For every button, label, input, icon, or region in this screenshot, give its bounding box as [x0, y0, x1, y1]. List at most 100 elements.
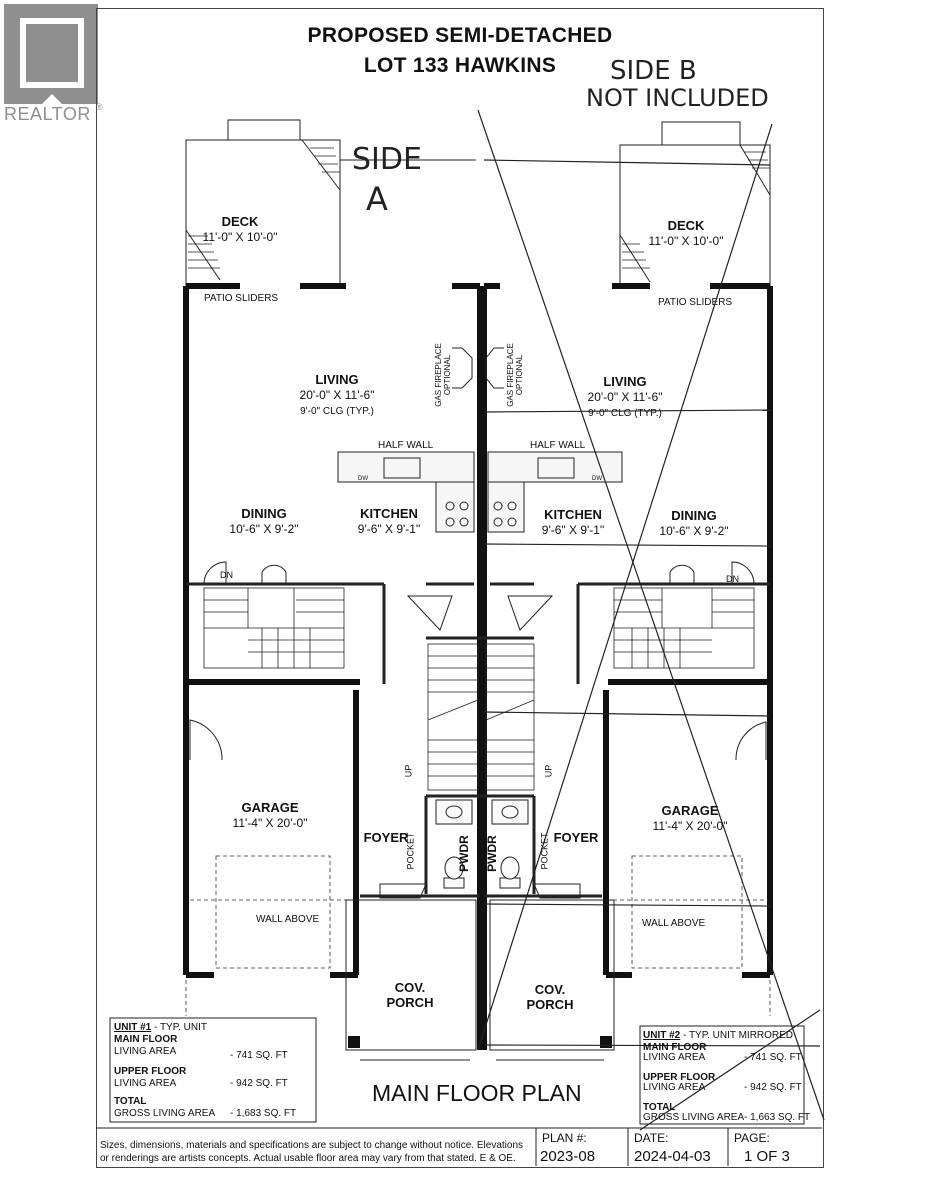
- garage-left-dims: 11'-4" X 20'-0": [232, 816, 308, 830]
- fireplace-left-label: GAS FIREPLACE OPTIONAL: [434, 343, 452, 407]
- unit2-total: TOTAL: [643, 1102, 676, 1113]
- fireplace-right-label: GAS FIREPLACE OPTIONAL: [506, 343, 524, 407]
- powder-room-right: PWDR: [484, 835, 499, 872]
- dishwasher-right: DW: [592, 476, 602, 482]
- unit2-upper-floor: UPPER FLOOR: [643, 1072, 716, 1083]
- garage-right-dims: 11'-4" X 20'-0": [652, 819, 728, 833]
- deck-left-dims: 11'-0" X 10'-0": [202, 230, 278, 244]
- living-right-label: LIVING 20'-0" X 11'-6" 9'-0" CLG (TYP.): [560, 374, 690, 421]
- stair-up-right: UP: [543, 764, 554, 778]
- porch-right-label: COV. PORCH: [510, 982, 590, 1012]
- pocket-door-left: POCKET: [405, 832, 416, 870]
- disclaimer-line2: or renderings are artists concepts. Actu…: [100, 1153, 516, 1164]
- stair-up-left: UP: [403, 764, 414, 778]
- kitchen-right-name: KITCHEN: [544, 507, 602, 522]
- living-left-label: LIVING 20'-0" X 11'-6" 9'-0" CLG (TYP.): [272, 372, 402, 419]
- deck-right-label: DECK 11'-0" X 10'-0": [642, 218, 730, 249]
- kitchen-left-dims: 9'-6" X 9'-1": [357, 522, 421, 536]
- realtor-mark-icon: [4, 4, 98, 104]
- deck-right-dims: 11'-0" X 10'-0": [648, 234, 724, 248]
- unit2-upper-area-label: LIVING AREA: [643, 1082, 706, 1093]
- living-right-note: 9'-0" CLG (TYP.): [588, 408, 662, 419]
- deck-right-name: DECK: [667, 218, 705, 233]
- plan-title-line1: PROPOSED SEMI-DETACHED: [307, 24, 613, 47]
- unit2-main-area-value: - 741 SQ. FT: [744, 1052, 802, 1063]
- kitchen-right-dims: 9'-6" X 9'-1": [541, 523, 605, 537]
- porch-left-line1: COV.: [394, 980, 426, 995]
- side-b-note-line1: SIDE B: [610, 56, 697, 86]
- dining-left-dims: 10'-6" X 9'-2": [229, 522, 299, 536]
- unit2-main-floor: MAIN FLOOR: [643, 1042, 707, 1053]
- unit1-gross-value: - 1,683 SQ. FT: [230, 1108, 297, 1119]
- unit2-heading-title: UNIT #2: [643, 1030, 681, 1041]
- porch-right-line1: COV.: [534, 982, 566, 997]
- half-wall-left: HALF WALL: [378, 440, 434, 451]
- unit1-main-area-label: LIVING AREA: [114, 1046, 177, 1057]
- foyer-left-label: FOYER: [363, 830, 409, 845]
- page-label: PAGE:: [734, 1131, 770, 1145]
- half-wall-right: HALF WALL: [530, 440, 586, 451]
- unit1-upper-area-value: - 942 SQ. FT: [230, 1078, 288, 1089]
- realtor-logo-mark: ®: [96, 102, 103, 112]
- dining-right-label: DINING 10'-6" X 9'-2": [644, 508, 744, 539]
- living-left-dims: 20'-0" X 11'-6": [299, 388, 375, 402]
- unit1-total: TOTAL: [114, 1096, 147, 1107]
- stair-down-left: DN: [220, 570, 233, 580]
- side-b-note-line2: NOT INCLUDED: [586, 84, 769, 112]
- living-left-name: LIVING: [315, 372, 359, 387]
- kitchen-left-label: KITCHEN 9'-6" X 9'-1": [346, 506, 432, 537]
- unit1-main-floor: MAIN FLOOR: [114, 1034, 178, 1045]
- wall-above-right: WALL ABOVE: [642, 918, 706, 929]
- realtor-logo: REALTOR ®: [0, 0, 108, 128]
- foyer-right-label: FOYER: [553, 830, 599, 845]
- side-a-note-line2: A: [366, 180, 388, 218]
- unit1-upper-area-label: LIVING AREA: [114, 1078, 177, 1089]
- garage-left-name: GARAGE: [241, 800, 299, 815]
- kitchen-right-label: KITCHEN 9'-6" X 9'-1": [530, 507, 616, 538]
- deck-left-name: DECK: [221, 214, 259, 229]
- garage-right-name: GARAGE: [661, 803, 719, 818]
- unit1-heading-title: UNIT #1: [114, 1022, 152, 1033]
- patio-sliders-left: PATIO SLIDERS: [204, 293, 279, 304]
- unit2-main-area-label: LIVING AREA: [643, 1052, 706, 1063]
- main-floor-plan-title: MAIN FLOOR PLAN: [372, 1080, 582, 1106]
- kitchen-left-name: KITCHEN: [360, 506, 418, 521]
- patio-sliders-right: PATIO SLIDERS: [658, 297, 733, 308]
- plan-sheet-border: [96, 8, 824, 1168]
- unit2-heading-sub: - TYP. UNIT MIRRORED: [680, 1030, 794, 1041]
- unit2-heading: UNIT #2 - TYP. UNIT MIRRORED: [643, 1030, 793, 1042]
- plan-number-label: PLAN #:: [542, 1131, 587, 1145]
- living-left-note: 9'-0" CLG (TYP.): [300, 406, 374, 417]
- dishwasher-left: DW: [358, 476, 368, 482]
- unit2-gross-label: GROSS LIVING AREA: [643, 1112, 745, 1123]
- realtor-logo-text: REALTOR: [4, 104, 91, 124]
- deck-left-label: DECK 11'-0" X 10'-0": [200, 214, 280, 245]
- unit2-upper-area-value: - 942 SQ. FT: [744, 1082, 802, 1093]
- porch-right-line2: PORCH: [526, 997, 574, 1012]
- dining-left-name: DINING: [241, 506, 287, 521]
- garage-left-label: GARAGE 11'-4" X 20'-0": [212, 800, 328, 831]
- porch-left-label: COV. PORCH: [370, 980, 450, 1010]
- date-label: DATE:: [634, 1131, 669, 1145]
- powder-room-left: PWDR: [456, 835, 471, 872]
- unit1-gross-label: GROSS LIVING AREA: [114, 1108, 216, 1119]
- stair-down-right: DN: [726, 574, 739, 584]
- unit1-heading-sub: - TYP. UNIT: [151, 1022, 207, 1033]
- unit2-gross-value: - 1,663 SQ. FT: [744, 1112, 811, 1123]
- garage-right-label: GARAGE 11'-4" X 20'-0": [632, 803, 748, 834]
- wall-above-left: WALL ABOVE: [256, 914, 320, 925]
- porch-left-line2: PORCH: [386, 995, 434, 1010]
- date-value: 2024-04-03: [634, 1148, 711, 1165]
- plan-title-line2: LOT 133 HAWKINS: [363, 54, 557, 77]
- dining-right-name: DINING: [671, 508, 717, 523]
- disclaimer-line1: Sizes, dimensions, materials and specifi…: [100, 1140, 524, 1151]
- unit1-upper-floor: UPPER FLOOR: [114, 1066, 187, 1077]
- living-right-name: LIVING: [603, 374, 647, 389]
- living-right-dims: 20'-0" X 11'-6": [587, 390, 663, 404]
- plan-number-value: 2023-08: [540, 1148, 596, 1165]
- unit1-main-area-value: - 741 SQ. FT: [230, 1050, 288, 1061]
- page-value: 1 OF 3: [744, 1148, 790, 1165]
- dining-right-dims: 10'-6" X 9'-2": [659, 524, 729, 538]
- dining-left-label: DINING 10'-6" X 9'-2": [214, 506, 314, 537]
